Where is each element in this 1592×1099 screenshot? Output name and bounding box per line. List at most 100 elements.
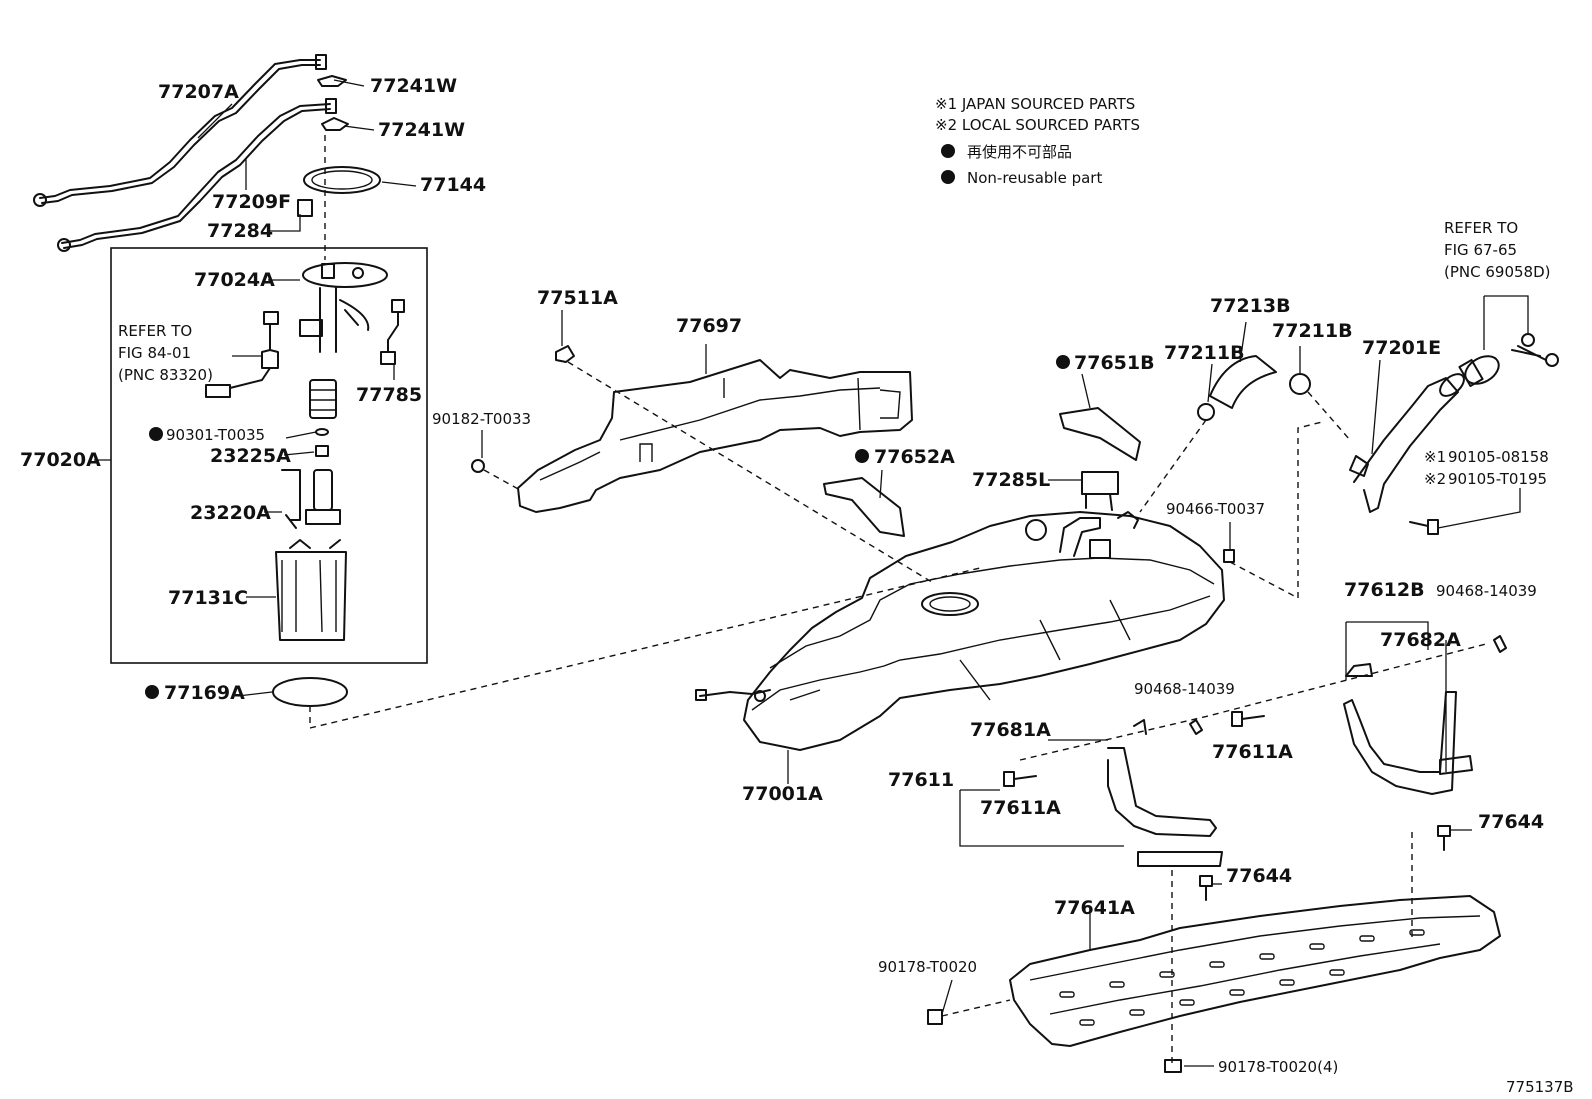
wire-harness-77785[interactable]	[380, 299, 405, 365]
label-77651B: 77651B	[1074, 352, 1155, 374]
non-reusable-dot-icon	[855, 449, 869, 463]
band-77682A[interactable]	[1343, 663, 1473, 795]
bolt-90105[interactable]	[1409, 519, 1439, 535]
filler-pipe-77201E[interactable]	[1349, 370, 1468, 513]
non-reusable-dot-icon	[1056, 355, 1070, 369]
assembly-guide-line	[483, 469, 521, 491]
clamp-77211B-lower[interactable]	[1197, 403, 1215, 421]
label-77611: 77611	[888, 769, 954, 791]
clip-77241W-lower[interactable]	[321, 117, 349, 131]
label-77207A: 77207A	[158, 81, 239, 103]
label-23225A: 23225A	[210, 445, 291, 467]
pad-77652A[interactable]	[823, 477, 905, 537]
gasket-77169A[interactable]	[272, 677, 348, 707]
fuel-pump-23220A[interactable]	[281, 469, 341, 529]
non-reusable-dot-icon	[941, 170, 955, 184]
band-77681A[interactable]	[1107, 719, 1223, 867]
skid-plate-77641A[interactable]	[1009, 895, 1501, 1047]
label-77213B: 77213B	[1210, 295, 1291, 317]
o-ring-90301[interactable]	[315, 428, 329, 436]
fuel-filter[interactable]	[309, 379, 337, 419]
label-77285L: 77285L	[972, 469, 1050, 491]
label-77697: 77697	[676, 315, 742, 337]
label-77611A-left: 77611A	[980, 797, 1061, 819]
label-77201E: 77201E	[1362, 337, 1441, 359]
part-labels: 77207A 77241W 77241W 77144 77209F 77284 …	[20, 75, 1574, 1096]
pad-77651B[interactable]	[1059, 407, 1141, 461]
pump-flange-77024A[interactable]	[299, 262, 388, 353]
clamp-77284[interactable]	[297, 199, 313, 217]
label-90178-T0020-4: 90178-T0020(4)	[1218, 1058, 1338, 1076]
legend-non-reusable-jp: 再使用不可部品	[967, 143, 1072, 161]
figure-id: 775137B	[1506, 1078, 1574, 1096]
nut-90178-bottom[interactable]	[1164, 1059, 1182, 1073]
mark-local-sourced: ※2	[1424, 470, 1446, 488]
bolt-77611A-right[interactable]	[1231, 711, 1265, 727]
ref-fig-84-line1: REFER TO	[118, 322, 192, 340]
label-77681A: 77681A	[970, 719, 1051, 741]
clamp-77285L[interactable]	[1081, 471, 1119, 511]
bolt-77644-left[interactable]	[1199, 875, 1213, 901]
key-set[interactable]	[1511, 333, 1559, 367]
label-77652A: 77652A	[874, 446, 955, 468]
heat-protector-77697[interactable]	[517, 359, 913, 513]
clamp-77211B-upper[interactable]	[1289, 373, 1311, 395]
assembly-guide-line	[1139, 419, 1207, 513]
label-90468-14039-left: 90468-14039	[1134, 680, 1235, 698]
ref-fig-84-line3: (PNC 83320)	[118, 366, 213, 384]
bracket-77611-lead	[959, 789, 1124, 847]
legend-local-sourced: ※2 LOCAL SOURCED PARTS	[935, 116, 1140, 134]
assembly-guide-line	[1307, 391, 1351, 441]
bolt-77611A-left[interactable]	[1003, 771, 1037, 787]
label-77284: 77284	[207, 220, 273, 242]
assembly-guide-line	[1229, 421, 1323, 600]
label-90105-08158: 90105-08158	[1448, 448, 1549, 466]
label-77241W-upper: 77241W	[370, 75, 457, 97]
legend-non-reusable-en: Non-reusable part	[967, 169, 1102, 187]
clip-90468-right[interactable]	[1493, 635, 1507, 653]
filler-cap[interactable]	[1458, 351, 1503, 390]
clip-90468-left[interactable]	[1189, 719, 1203, 735]
sender-gauge-83320[interactable]	[205, 311, 279, 398]
cushion-23225A[interactable]	[315, 445, 329, 457]
label-90301-T0035: 90301-T0035	[166, 426, 265, 444]
clip-90182[interactable]	[471, 459, 485, 473]
label-77211B-right: 77211B	[1272, 320, 1353, 342]
ref-fig-67-line2: FIG 67-65	[1444, 241, 1517, 259]
clip-77241W-upper[interactable]	[317, 75, 347, 87]
assembly-guide-line	[567, 361, 936, 585]
label-77612B: 77612B	[1344, 579, 1425, 601]
leader-lines	[94, 79, 1521, 1067]
assembly-guide-line	[309, 567, 981, 729]
label-77001A: 77001A	[742, 783, 823, 805]
bolt-77644-right[interactable]	[1437, 825, 1451, 851]
fuel-suction-cup-77131C[interactable]	[275, 539, 347, 641]
clip-77511A[interactable]	[555, 345, 575, 363]
label-90468-14039-right: 90468-14039	[1436, 582, 1537, 600]
pump-assembly-box	[110, 247, 428, 664]
label-90466-T0037: 90466-T0037	[1166, 500, 1265, 518]
label-77131C: 77131C	[168, 587, 248, 609]
ref-bracket-lead	[1483, 295, 1529, 350]
non-reusable-dot-icon	[145, 685, 159, 699]
label-90178-T0020: 90178-T0020	[878, 958, 977, 976]
legend-japan-sourced: ※1 JAPAN SOURCED PARTS	[935, 95, 1135, 113]
label-23220A: 23220A	[190, 502, 271, 524]
fuel-line-77207A[interactable]	[33, 54, 327, 207]
label-77144: 77144	[420, 174, 486, 196]
label-77024A: 77024A	[194, 269, 275, 291]
mark-japan-sourced: ※1	[1424, 448, 1446, 466]
band-77612B-bracket	[1345, 621, 1429, 680]
fuel-line-77209F[interactable]	[57, 98, 337, 252]
non-reusable-dot-icon	[149, 427, 163, 441]
ref-fig-67-line3: (PNC 69058D)	[1444, 263, 1550, 281]
nut-90178-left[interactable]	[927, 999, 1011, 1025]
hose-77213B[interactable]	[1209, 355, 1277, 409]
legend: ※1 JAPAN SOURCED PARTS ※2 LOCAL SOURCED …	[935, 95, 1140, 187]
fuel-tank-77001A[interactable]	[695, 511, 1225, 751]
label-77211B-left: 77211B	[1164, 342, 1245, 364]
label-77785: 77785	[356, 384, 422, 406]
clip-90466[interactable]	[1223, 549, 1235, 563]
retainer-ring-77144[interactable]	[303, 166, 381, 194]
